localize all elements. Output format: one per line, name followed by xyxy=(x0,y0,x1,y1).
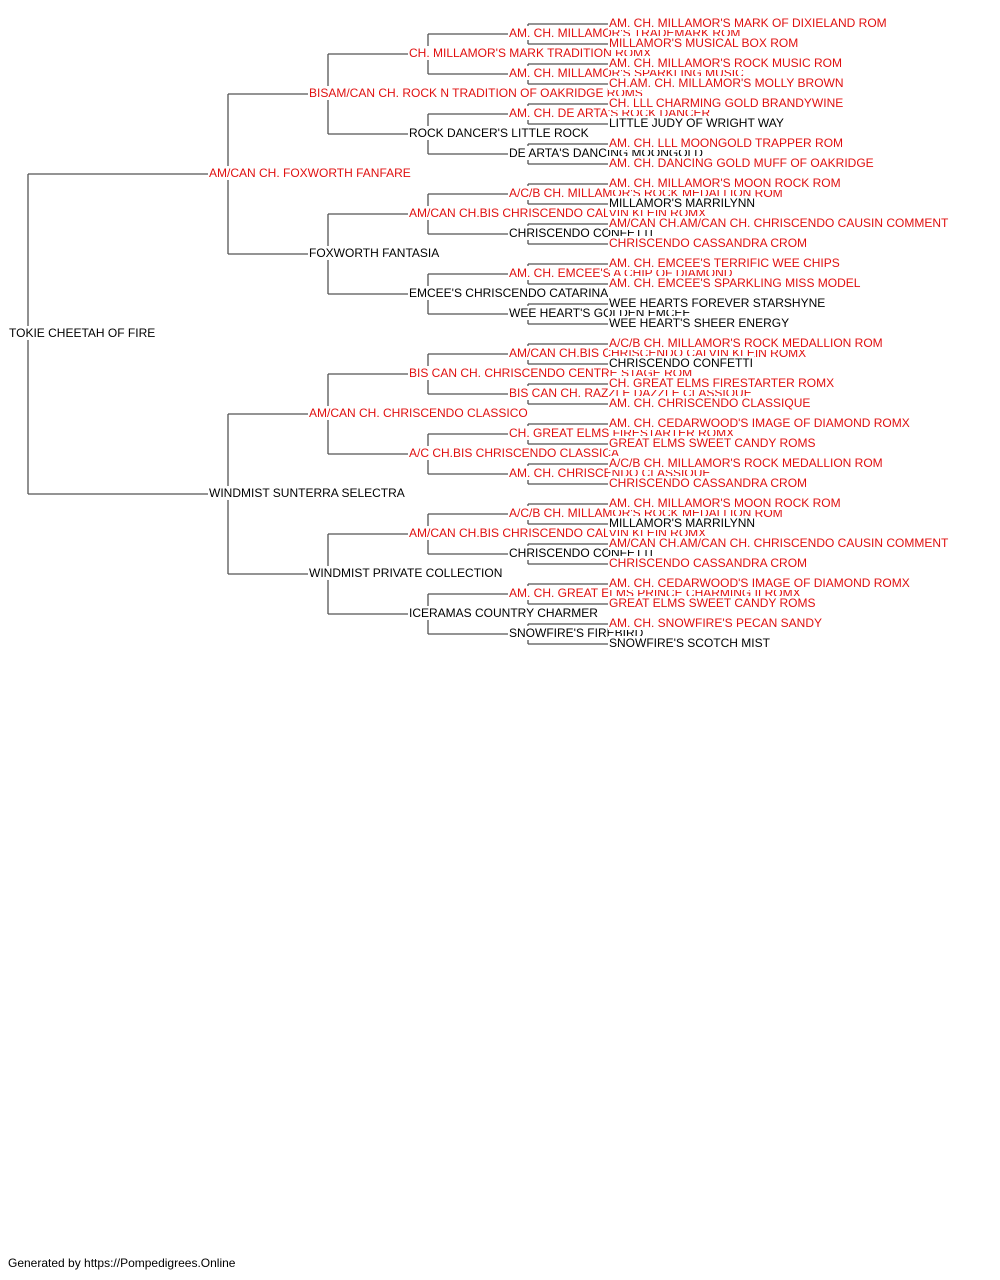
pedigree-node-sssss: AM. CH. MILLAMOR'S MARK OF DIXIELAND ROM xyxy=(608,16,888,30)
pedigree-node-sssds: AM. CH. MILLAMOR'S ROCK MUSIC ROM xyxy=(608,56,843,70)
pedigree-node-ds: AM/CAN CH. CHRISCENDO CLASSICO xyxy=(308,406,529,420)
pedigree-node-dsssd: CHRISCENDO CONFETTI xyxy=(608,356,754,370)
pedigree-node-ddsss: AM. CH. MILLAMOR'S MOON ROCK ROM xyxy=(608,496,842,510)
pedigree-node-sdddd: WEE HEART'S SHEER ENERGY xyxy=(608,316,791,330)
pedigree-node-subject: TOKIE CHEETAH OF FIRE xyxy=(8,326,157,340)
pedigree-node-ddsds: AM/CAN CH.AM/CAN CH. CHRISCENDO CAUSIN C… xyxy=(608,536,950,550)
pedigree-node-ddssd: MILLAMOR'S MARRILYNN xyxy=(608,516,757,530)
pedigree-node-ssssd: MILLAMOR'S MUSICAL BOX ROM xyxy=(608,36,800,50)
pedigree-node-dddsd: GREAT ELMS SWEET CANDY ROMS xyxy=(608,596,817,610)
pedigree-node-dddss: AM. CH. CEDARWOOD'S IMAGE OF DIAMOND ROM… xyxy=(608,576,911,590)
pedigree-node-dsdss: AM. CH. CEDARWOOD'S IMAGE OF DIAMOND ROM… xyxy=(608,416,911,430)
pedigree-node-dssds: CH. GREAT ELMS FIRESTARTER ROMX xyxy=(608,376,836,390)
pedigree-node-s: AM/CAN CH. FOXWORTH FANFARE xyxy=(208,166,412,180)
pedigree-node-sdssd: MILLAMOR'S MARRILYNN xyxy=(608,196,757,210)
pedigree-node-dsdsd: GREAT ELMS SWEET CANDY ROMS xyxy=(608,436,817,450)
pedigree-node-sd: FOXWORTH FANTASIA xyxy=(308,246,441,260)
pedigree-node-dssdd: AM. CH. CHRISCENDO CLASSIQUE xyxy=(608,396,812,410)
pedigree-node-sdsss: AM. CH. MILLAMOR'S MOON ROCK ROM xyxy=(608,176,842,190)
pedigree-node-d: WINDMIST SUNTERRA SELECTRA xyxy=(208,486,406,500)
pedigree-node-sssdd: CH.AM. CH. MILLAMOR'S MOLLY BROWN xyxy=(608,76,845,90)
pedigree-node-sdsdd: CHRISCENDO CASSANDRA CROM xyxy=(608,236,809,250)
pedigree-node-ssdsd: LITTLE JUDY OF WRIGHT WAY xyxy=(608,116,785,130)
footer-credit: Generated by https://Pompedigrees.Online xyxy=(8,1256,236,1270)
pedigree-node-ssddd: AM. CH. DANCING GOLD MUFF OF OAKRIDGE xyxy=(608,156,875,170)
pedigree-node-ddsdd: CHRISCENDO CASSANDRA CROM xyxy=(608,556,809,570)
pedigree-node-dddds: AM. CH. SNOWFIRE'S PECAN SANDY xyxy=(608,616,823,630)
pedigree-node-dd: WINDMIST PRIVATE COLLECTION xyxy=(308,566,504,580)
pedigree-node-sddss: AM. CH. EMCEE'S TERRIFIC WEE CHIPS xyxy=(608,256,841,270)
pedigree-node-ddd: ICERAMAS COUNTRY CHARMER xyxy=(408,606,599,620)
pedigree-node-ddddd: SNOWFIRE'S SCOTCH MIST xyxy=(608,636,771,650)
pedigree-node-sddds: WEE HEARTS FOREVER STARSHYNE xyxy=(608,296,827,310)
pedigree-node-sddsd: AM. CH. EMCEE'S SPARKLING MISS MODEL xyxy=(608,276,862,290)
pedigree-node-dssss: A/C/B CH. MILLAMOR'S ROCK MEDALLION ROM xyxy=(608,336,884,350)
pedigree-node-ssdds: AM. CH. LLL MOONGOLD TRAPPER ROM xyxy=(608,136,845,150)
pedigree-node-ss: BISAM/CAN CH. ROCK N TRADITION OF OAKRID… xyxy=(308,86,644,100)
pedigree-node-sdd: EMCEE'S CHRISCENDO CATARINA xyxy=(408,286,610,300)
pedigree-node-sdsds: AM/CAN CH.AM/CAN CH. CHRISCENDO CAUSIN C… xyxy=(608,216,950,230)
pedigree-node-dsddd: CHRISCENDO CASSANDRA CROM xyxy=(608,476,809,490)
pedigree-node-ssdss: CH. LLL CHARMING GOLD BRANDYWINE xyxy=(608,96,845,110)
pedigree-node-dsd: A/C CH.BIS CHRISCENDO CLASSICA xyxy=(408,446,621,460)
pedigree-node-dsdds: A/C/B CH. MILLAMOR'S ROCK MEDALLION ROM xyxy=(608,456,884,470)
pedigree-node-ssd: ROCK DANCER'S LITTLE ROCK xyxy=(408,126,590,140)
pedigree-node-sss: CH. MILLAMOR'S MARK TRADITION ROMX xyxy=(408,46,653,60)
